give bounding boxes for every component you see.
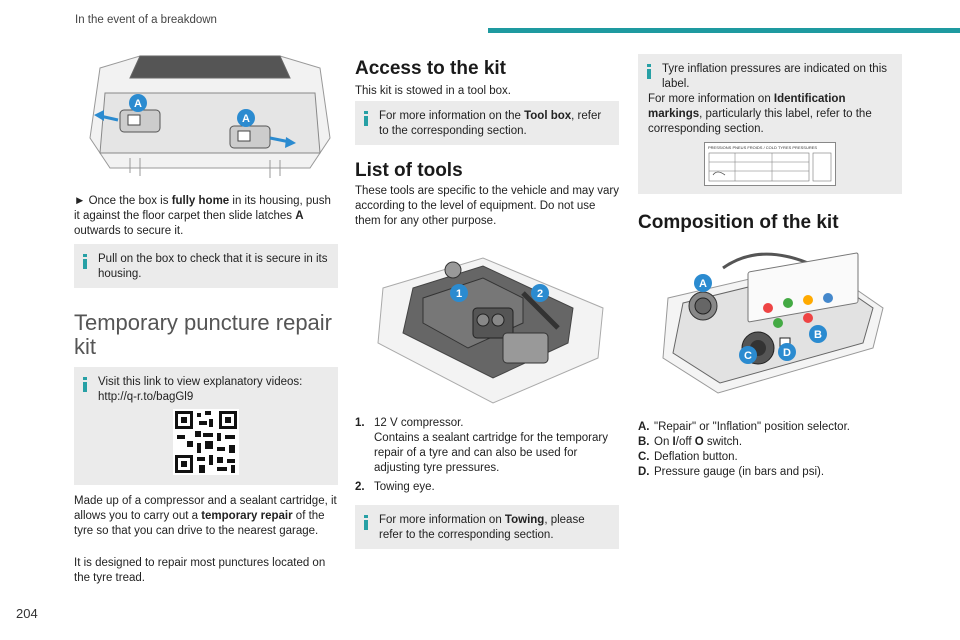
tyre-label-title: PRESSIONS PNEUS FROIDS / COLD TYRES PRES… [708,145,818,150]
kit-description: Made up of a compressor and a sealant ca… [74,495,337,537]
header-accent-bar [488,28,960,33]
callout-a: A [699,278,707,290]
tool-item-1: 1. 12 V compressor.Contains a sealant ca… [355,417,608,474]
note-videos: Visit this link to view explanatory vide… [74,367,338,485]
tyre-pressure-label-image: PRESSIONS PNEUS FROIDS / COLD TYRES PRES… [704,142,836,186]
note-tool-box: For more information on the Tool box, re… [355,101,619,145]
section-heading-repair-kit: Temporary puncture repair kit [74,310,333,359]
tool-box-latch-illustration: A A [80,48,338,183]
latch-instruction: ► Once the box is fully home in its hous… [74,195,331,237]
tool-box-contents-illustration: 1 2 [373,248,609,406]
heading-access-kit: Access to the kit [355,58,506,79]
callout-b: B [814,329,822,341]
kit-usage: It is designed to repair most punctures … [74,557,326,584]
component-c: C.Deflation button. [638,451,738,463]
heading-composition-kit: Composition of the kit [638,212,839,233]
callout-a-right: A [242,113,250,125]
access-text: This kit is stowed in a tool box. [355,85,511,97]
component-d: D.Pressure gauge (in bars and psi). [638,466,825,478]
compressor-kit-illustration: A B C D [658,248,888,396]
callout-d: D [783,347,791,359]
callout-a-left: A [134,98,142,110]
note-towing: For more information on Towing, please r… [355,505,619,549]
callout-1: 1 [456,288,462,300]
component-b: B.On I/off O switch. [638,436,743,448]
component-a: A."Repair" or "Inflation" position selec… [638,421,850,433]
note-tyre-label: Tyre inflation pressures are indicated o… [638,54,902,194]
page-number: 204 [16,606,38,621]
callout-2: 2 [537,288,543,300]
note-check-secure: Pull on the box to check that it is secu… [74,244,338,288]
callout-c: C [744,350,752,362]
tools-description: These tools are specific to the vehicle … [355,185,619,227]
qr-code [173,409,239,475]
heading-list-tools: List of tools [355,160,463,181]
tool-item-2: 2. Towing eye. [355,481,435,493]
header-section-title: In the event of a breakdown [75,14,217,26]
